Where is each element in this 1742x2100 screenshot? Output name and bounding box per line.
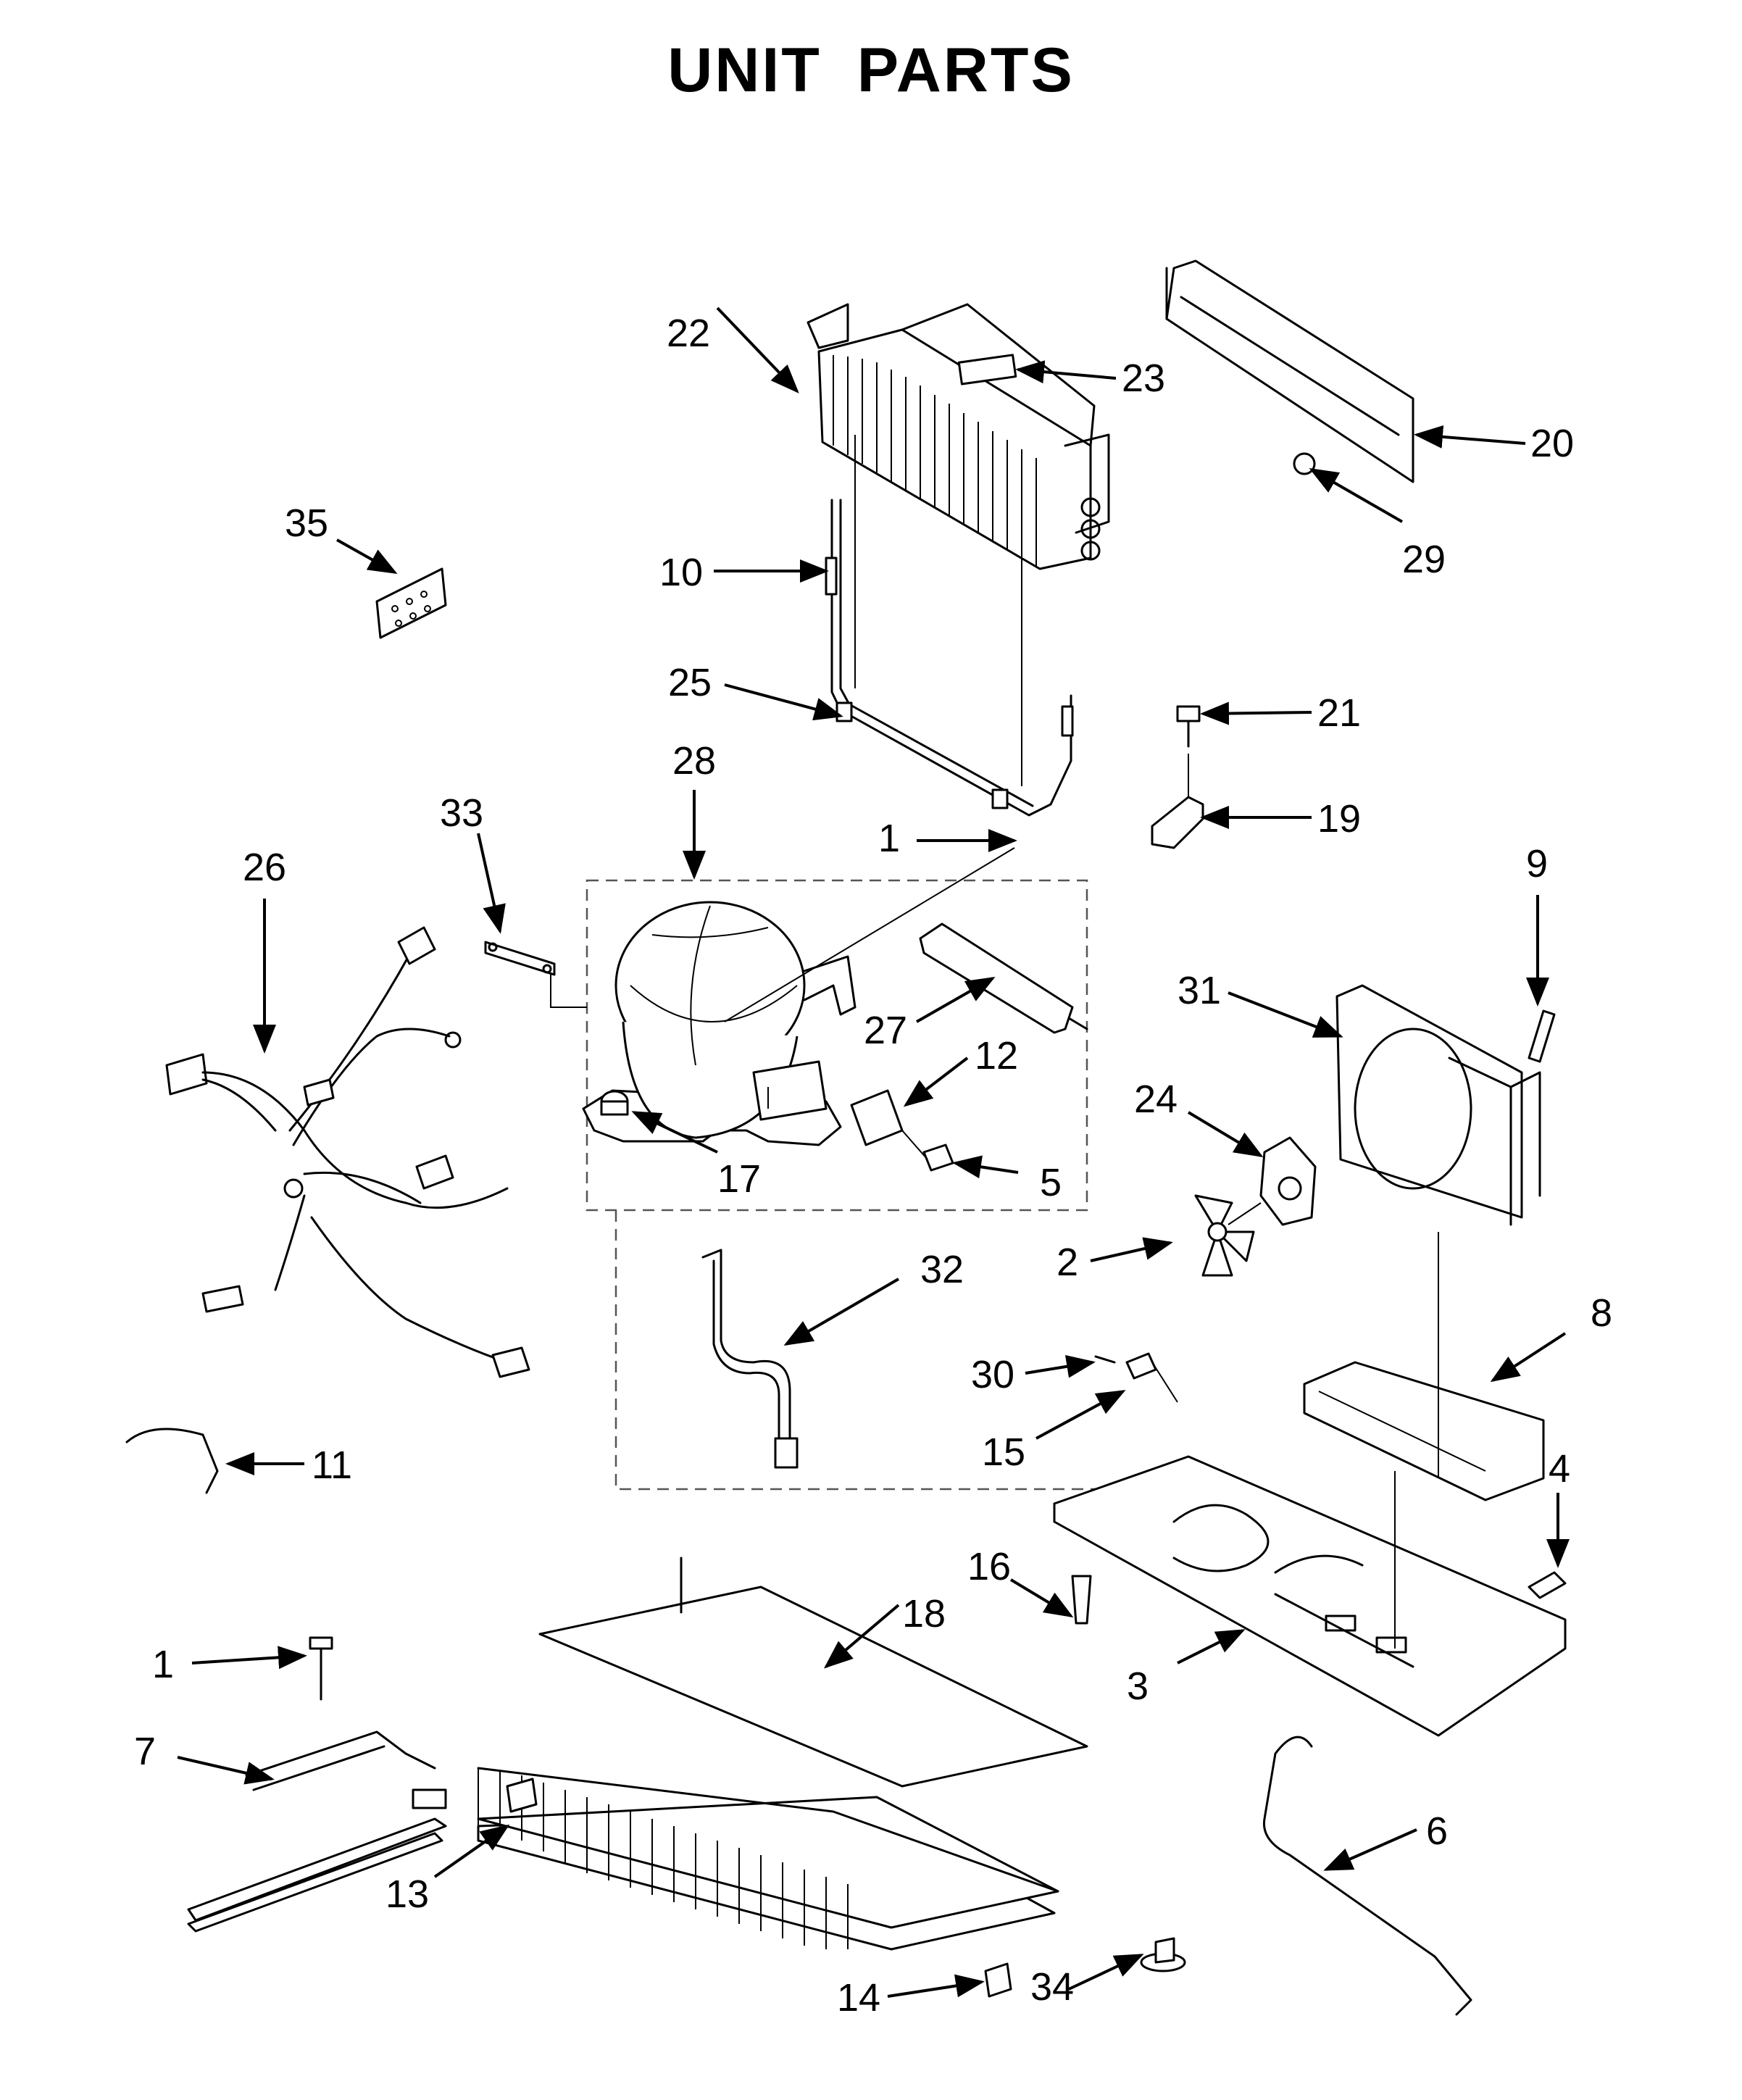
callout-29: 29 [1402,538,1446,581]
screw-part [1528,1009,1556,1063]
plug-part [984,1962,1012,1998]
evaporator-part [477,1557,1088,1951]
callout-12: 12 [975,1034,1018,1078]
callout-1: 1 [878,817,900,860]
fan-shroud-part [1335,984,1541,1226]
callout-7: 7 [134,1730,156,1773]
callout-30: 30 [971,1353,1014,1396]
callout-2: 2 [1057,1241,1078,1284]
tubing-part [825,435,1074,817]
callout-5: 5 [1040,1161,1062,1204]
callout-32: 32 [920,1248,964,1291]
pin-grommet-part [1094,1352,1178,1403]
relay-overload-part [850,1089,954,1172]
callout-31: 31 [1178,969,1221,1012]
callout-14: 14 [837,1976,880,2020]
callout-6: 6 [1426,1809,1448,1853]
callout-18: 18 [902,1592,946,1636]
leader-arrows [177,307,1570,1998]
callout-25: 25 [668,661,712,704]
screw-4-part [1528,1571,1567,1599]
screw-16-part [1071,1575,1092,1625]
wire-part [125,1428,219,1494]
callout-16: 16 [967,1545,1011,1588]
screw-bracket-part [1151,705,1204,849]
callout-24: 24 [1134,1078,1178,1121]
callout-21: 21 [1317,691,1361,735]
strap-part [484,941,587,1008]
callout-27: 27 [864,1009,907,1052]
page-title: UNIT PARTS [667,36,1075,105]
condenser-part [807,303,1110,570]
panel-part [1165,259,1414,483]
callout-15: 15 [982,1430,1025,1474]
callout-23: 23 [1122,357,1165,400]
fan-bracket-part [1303,1232,1545,1501]
callout-10: 10 [659,551,703,594]
heater-assembly-part [187,1636,447,1933]
callout-20: 20 [1530,422,1574,465]
callout-34: 34 [1030,1965,1074,2009]
drier-part [724,847,1088,1034]
callout-1-lower: 1 [152,1643,174,1686]
compressor-box-outline [585,879,1116,1491]
tube-part [1262,1736,1472,2016]
grommet-part [600,1090,629,1116]
callout-11: 11 [312,1443,352,1487]
base-pan-part [1053,1455,1567,1737]
callout-labels: 22 23 20 29 35 10 25 21 19 28 33 1 26 9 … [134,312,1612,2020]
callout-33: 33 [440,791,483,835]
callout-19: 19 [1317,797,1361,841]
callout-13: 13 [386,1872,429,1916]
callout-26: 26 [243,846,286,889]
fan-blade-part [1194,1194,1262,1277]
control-board-part [375,567,447,639]
suction-line-part [701,1249,799,1469]
callout-8: 8 [1591,1291,1612,1335]
callout-35: 35 [285,501,328,545]
drain-part [1140,1937,1186,1972]
callout-22: 22 [667,312,710,355]
callout-17: 17 [717,1157,761,1201]
wire-harness-part [165,926,530,1378]
callout-3: 3 [1127,1664,1149,1708]
callout-4: 4 [1549,1447,1570,1491]
callout-9: 9 [1526,842,1548,886]
clip-part [506,1778,538,1813]
callout-28: 28 [672,739,716,783]
fan-motor-part [1259,1136,1317,1226]
